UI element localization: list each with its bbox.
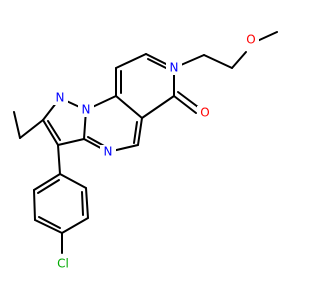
atom-label-n2: N bbox=[82, 103, 91, 117]
label-bg bbox=[197, 106, 213, 120]
label-backgrounds bbox=[52, 33, 259, 271]
bond bbox=[133, 121, 138, 144]
atom-label-cl: Cl bbox=[57, 257, 69, 271]
bond bbox=[33, 189, 36, 221]
molecule-diagram: N N N N O O Cl bbox=[13, 31, 278, 271]
atom-label-o-ether: O bbox=[246, 33, 255, 47]
bond bbox=[81, 191, 84, 216]
bond bbox=[137, 117, 143, 146]
atom-label-n1: N bbox=[56, 91, 65, 105]
bond-lines bbox=[13, 31, 278, 254]
molecule-svg: N N N N O O Cl bbox=[13, 31, 278, 271]
bond bbox=[57, 138, 85, 146]
label-bg bbox=[166, 61, 182, 75]
bond bbox=[13, 111, 21, 139]
bond bbox=[34, 219, 63, 234]
bond bbox=[231, 51, 247, 69]
bond bbox=[47, 120, 61, 141]
bond bbox=[203, 54, 233, 69]
label-bg bbox=[243, 33, 259, 47]
bond bbox=[61, 217, 89, 234]
atom-label-o-carbonyl: O bbox=[200, 106, 209, 120]
bond bbox=[115, 95, 143, 119]
atom-label-n4: N bbox=[170, 61, 179, 75]
bond bbox=[33, 173, 61, 191]
bond bbox=[141, 95, 175, 119]
atom-label-n3: N bbox=[104, 145, 113, 159]
bond bbox=[85, 187, 89, 219]
bond bbox=[37, 179, 60, 194]
bond bbox=[177, 91, 199, 108]
bond bbox=[59, 173, 87, 189]
label-bg bbox=[53, 257, 73, 271]
bond bbox=[173, 95, 197, 114]
label-bg bbox=[52, 91, 68, 105]
bond bbox=[115, 53, 147, 69]
label-bg bbox=[78, 103, 94, 117]
bond bbox=[57, 144, 61, 175]
atom-labels: N N N N O O Cl bbox=[56, 33, 256, 271]
bond bbox=[42, 119, 59, 146]
bond bbox=[19, 119, 44, 139]
bond bbox=[38, 216, 61, 229]
label-bg bbox=[100, 145, 116, 159]
